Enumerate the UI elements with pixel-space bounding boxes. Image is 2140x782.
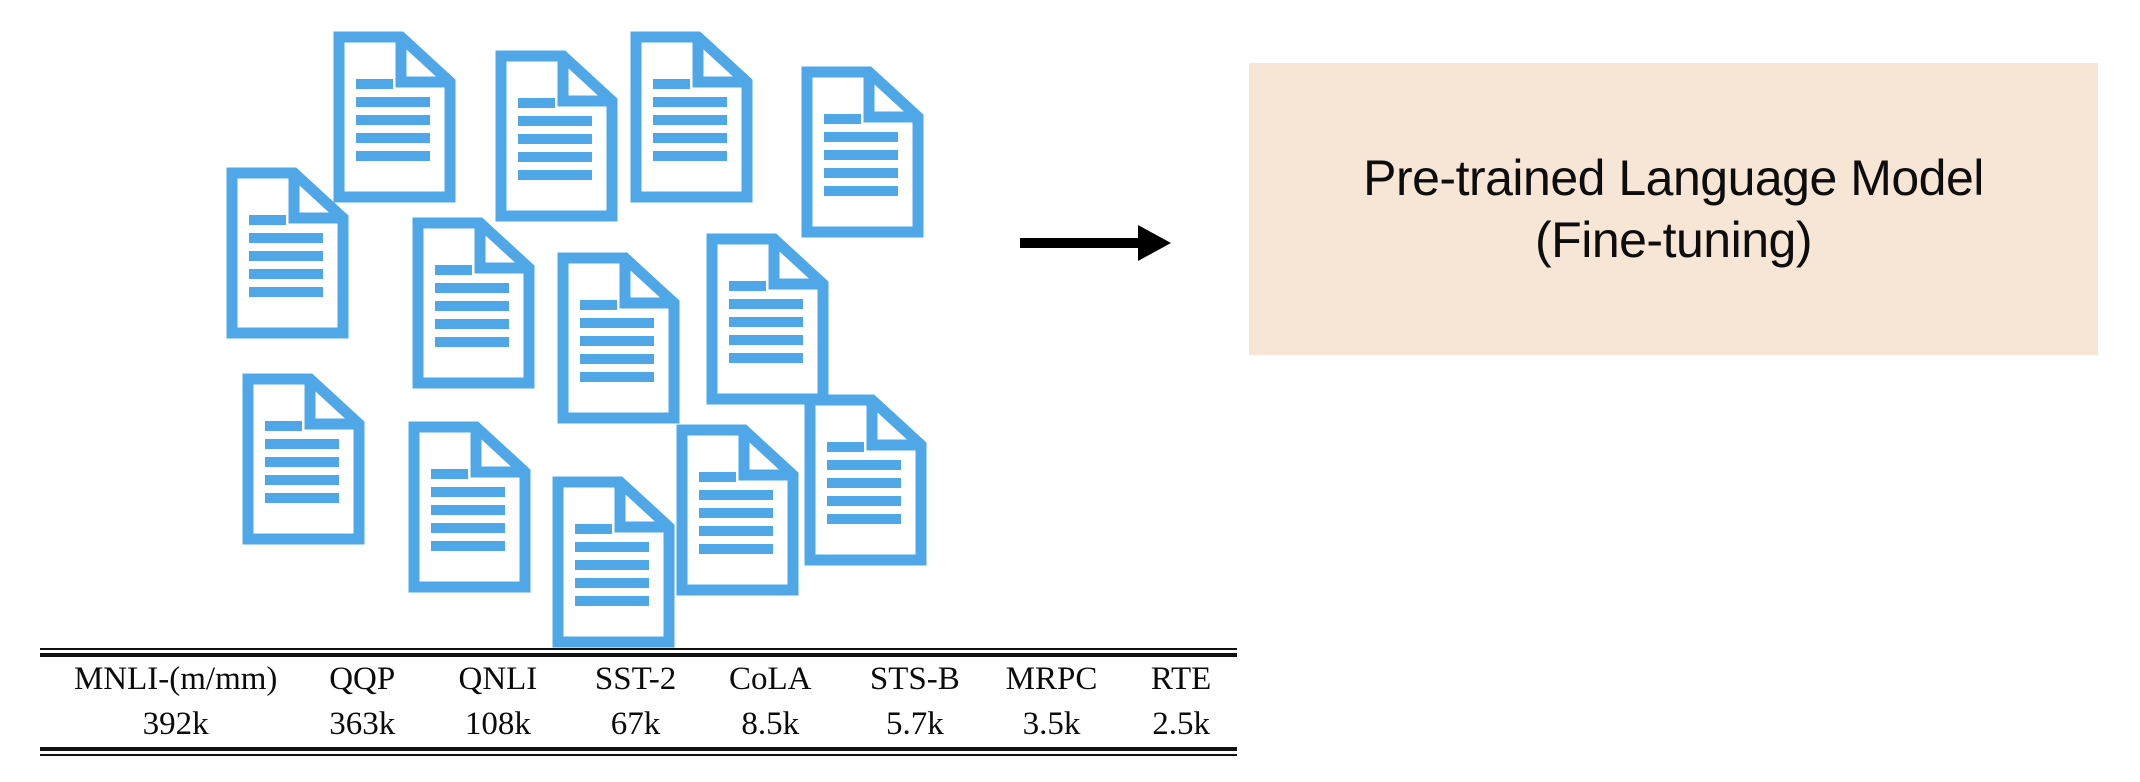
model-box-subtitle: (Fine-tuning) [1535,212,1812,268]
document-icon [242,373,365,545]
document-icon [552,476,675,648]
document-icon [412,217,535,389]
table-header-cell: SST-2 [594,661,677,697]
table-header-row: MNLI-(m/mm) QQP QNLI SST-2 CoLA STS-B MRPC RTE [40,657,1237,702]
document-cluster [0,0,1000,660]
table-value-cell: 2.5k [1152,706,1210,742]
document-icon [630,31,753,203]
document-icon [801,66,924,238]
table-header-cell: RTE [1150,661,1212,697]
document-icon [333,31,456,203]
document-icon [557,252,680,424]
table-header-cell: STS-B [869,661,960,697]
table-value-cell: 3.5k [1022,706,1081,742]
table-header-cell: MNLI-(m/mm) [73,661,278,697]
table-header-cell: CoLA [728,661,812,697]
model-box-title: Pre-trained Language Model [1363,150,1984,206]
table-value-cell: 5.7k [885,706,944,742]
table-top-rule-outer [40,648,1237,650]
document-icon [408,421,531,593]
document-icon [226,167,349,339]
document-icon [676,424,799,596]
table-value-cell: 8.5k [741,706,800,742]
table-header-cell: QNLI [458,661,538,697]
table-values-row: 392k 363k 108k 67k 8.5k 5.7k 3.5k 2.5k [40,702,1237,747]
table-value-cell: 108k [464,706,531,742]
table-value-cell: 392k [142,706,209,742]
document-icon [804,394,927,566]
table-bottom-rule-inner [40,747,1237,751]
table-header-cell: QQP [329,661,396,697]
pretrained-model-box: Pre-trained Language Model (Fine-tuning) [1249,63,2098,355]
table-value-cell: 363k [329,706,396,742]
table-value-cell: 67k [610,706,661,742]
table-header-cell: MRPC [1005,661,1098,697]
document-icon [495,50,618,222]
table-bottom-rule-outer [40,754,1237,756]
right-arrow-icon [1020,225,1171,261]
document-icon [706,233,829,405]
table-top-rule-inner [40,653,1237,657]
